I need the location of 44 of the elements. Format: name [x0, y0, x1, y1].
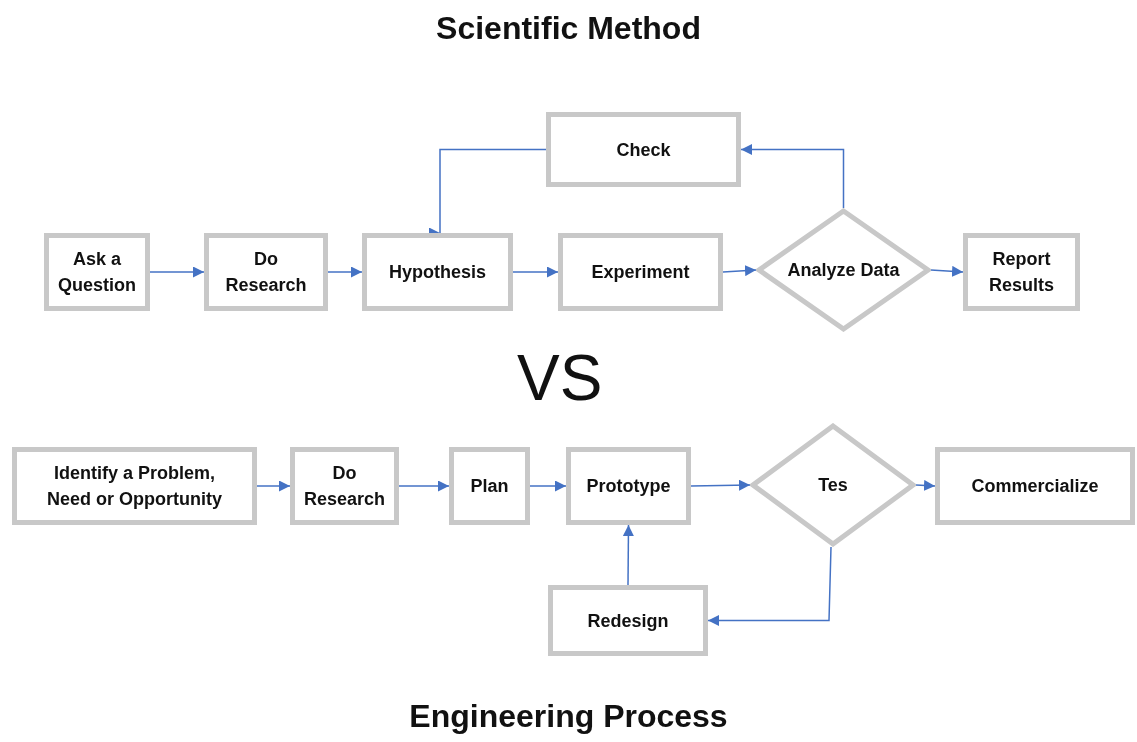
node-label: Report Results: [988, 248, 1055, 297]
process-box: [204, 233, 328, 311]
decision-diamond: [756, 208, 931, 332]
node-label: Hypothesis: [389, 261, 486, 284]
node-label: Prototype: [586, 475, 671, 498]
process-box: [362, 233, 513, 311]
arrow: [930, 265, 964, 277]
arrow: [327, 266, 363, 278]
arrow: [707, 546, 832, 626]
node-label: Identify a Problem, Need or Opportunity: [46, 462, 223, 511]
process-box: [546, 112, 741, 187]
node-label: Tes: [818, 474, 848, 497]
arrow: [149, 266, 205, 278]
vs-label: VS: [517, 346, 603, 410]
arrow: [722, 265, 757, 277]
node-label: Ask a Question: [57, 248, 137, 297]
arrow: [398, 480, 450, 492]
arrow: [915, 479, 936, 491]
decision-diamond: [750, 423, 916, 547]
arrow: [690, 479, 751, 491]
node-label: Redesign: [587, 609, 669, 633]
process-box: [548, 585, 708, 656]
arrow: [256, 480, 291, 492]
node-label: Plan: [470, 475, 509, 498]
arrow: [512, 266, 559, 278]
process-box: [963, 233, 1080, 311]
node-label: Experiment: [591, 261, 690, 284]
node-label: Analyze Data: [787, 259, 900, 282]
node-label: Commercialize: [971, 475, 1099, 498]
process-box: [12, 447, 257, 525]
node-label: Do Research: [302, 462, 387, 511]
diagram-title: Scientific Method: [436, 10, 701, 47]
process-box: [566, 447, 691, 525]
diagram-caption: Engineering Process: [409, 698, 728, 735]
node-label: Check: [616, 138, 671, 162]
process-box: [935, 447, 1135, 525]
node-label: Do Research: [224, 248, 308, 297]
arrow: [740, 144, 845, 209]
arrow: [529, 480, 567, 492]
process-box: [290, 447, 399, 525]
process-box: [449, 447, 530, 525]
arrow: [622, 524, 634, 586]
process-box: [558, 233, 723, 311]
process-box: [44, 233, 150, 311]
